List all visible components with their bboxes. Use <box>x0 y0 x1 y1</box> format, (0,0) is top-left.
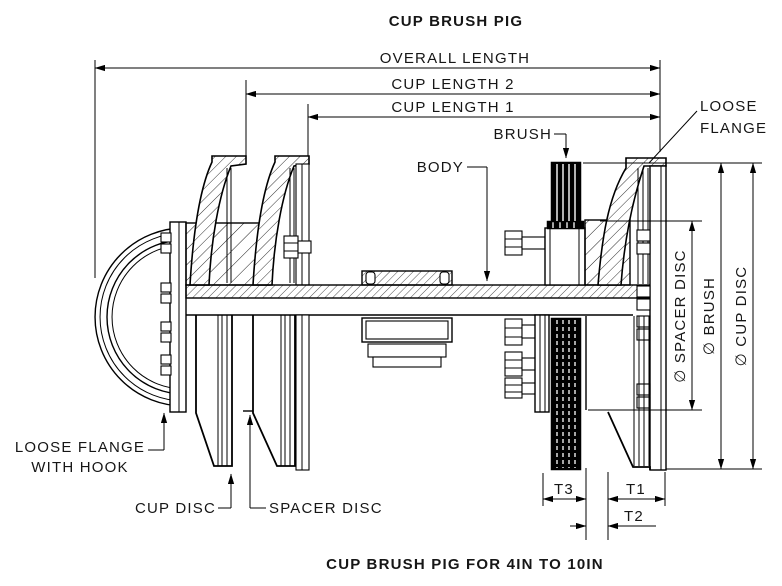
callout-labels: LOOSE FLANGE BRUSH BODY LOOSE FLANGE WIT… <box>15 98 767 517</box>
upper-brush-holder <box>544 220 586 286</box>
cup-disc-2-section <box>252 155 310 286</box>
cup-disc-label: CUP DISC <box>135 500 216 517</box>
right-loose-flange <box>636 165 667 471</box>
drawing-title-top: CUP BRUSH PIG <box>389 13 524 30</box>
spacer-disc-label: SPACER DISC <box>269 500 383 517</box>
hook <box>94 227 185 407</box>
right-upper-bolt <box>504 230 546 256</box>
callout-spacer-disc: SPACER DISC <box>246 414 383 517</box>
callout-body: BODY <box>417 159 491 282</box>
lower-brush <box>550 317 582 471</box>
dia-spacer-disc-label: ∅ SPACER DISC <box>672 249 689 382</box>
brush-label: BRUSH <box>493 126 552 143</box>
dim-thicknesses: T3 T1 T2 <box>542 468 666 540</box>
cup-length-1-label: CUP LENGTH 1 <box>391 99 514 116</box>
body-label: BODY <box>417 159 464 176</box>
loose-flange-with-hook-label-line2: WITH HOOK <box>31 459 128 476</box>
t2-label: T2 <box>624 508 644 525</box>
cup-disc-1 <box>195 315 233 467</box>
right-lower-bolts <box>504 318 537 399</box>
t1-label: T1 <box>626 481 646 498</box>
dim-cup-length-1: CUP LENGTH 1 <box>307 99 661 156</box>
cup-disc-2 <box>252 314 310 471</box>
body-boss <box>361 270 453 286</box>
right-cup-disc <box>585 316 651 470</box>
loose-flange-label-line1: LOOSE <box>700 98 758 115</box>
body-shaft <box>185 284 651 316</box>
body-clamp <box>361 317 453 368</box>
dim-cup-length-2: CUP LENGTH 2 <box>245 76 661 156</box>
dia-cup-disc-label: ∅ CUP DISC <box>733 266 750 367</box>
left-flange-bolts <box>160 232 172 376</box>
callout-loose-flange-with-hook: LOOSE FLANGE WITH HOOK <box>15 412 168 476</box>
lower-brush-holder <box>534 314 550 413</box>
cup-length-2-label: CUP LENGTH 2 <box>391 76 514 93</box>
left-bolt <box>283 235 312 259</box>
t3-label: T3 <box>554 481 574 498</box>
callout-cup-disc: CUP DISC <box>135 473 235 517</box>
dim-diameters: ∅ SPACER DISC ∅ BRUSH ∅ CUP DISC <box>583 162 762 470</box>
pig-assembly <box>94 155 667 471</box>
left-loose-flange <box>160 221 187 413</box>
dim-overall-length: OVERALL LENGTH <box>94 50 661 278</box>
drawing-title-bottom: CUP BRUSH PIG FOR 4IN TO 10IN <box>326 556 604 573</box>
callout-loose-flange: LOOSE FLANGE <box>648 98 767 164</box>
callout-brush: BRUSH <box>493 126 570 159</box>
cup-disc-1-section <box>189 155 247 286</box>
loose-flange-label-line2: FLANGE <box>700 120 767 137</box>
right-cup-disc-section <box>597 157 667 286</box>
dimension-annotations: OVERALL LENGTH CUP LENGTH 2 CUP LENGTH 1… <box>94 50 762 540</box>
overall-length-label: OVERALL LENGTH <box>380 50 530 67</box>
dia-brush-label: ∅ BRUSH <box>701 277 718 355</box>
loose-flange-with-hook-label-line1: LOOSE FLANGE <box>15 439 145 456</box>
upper-brush <box>550 161 582 223</box>
